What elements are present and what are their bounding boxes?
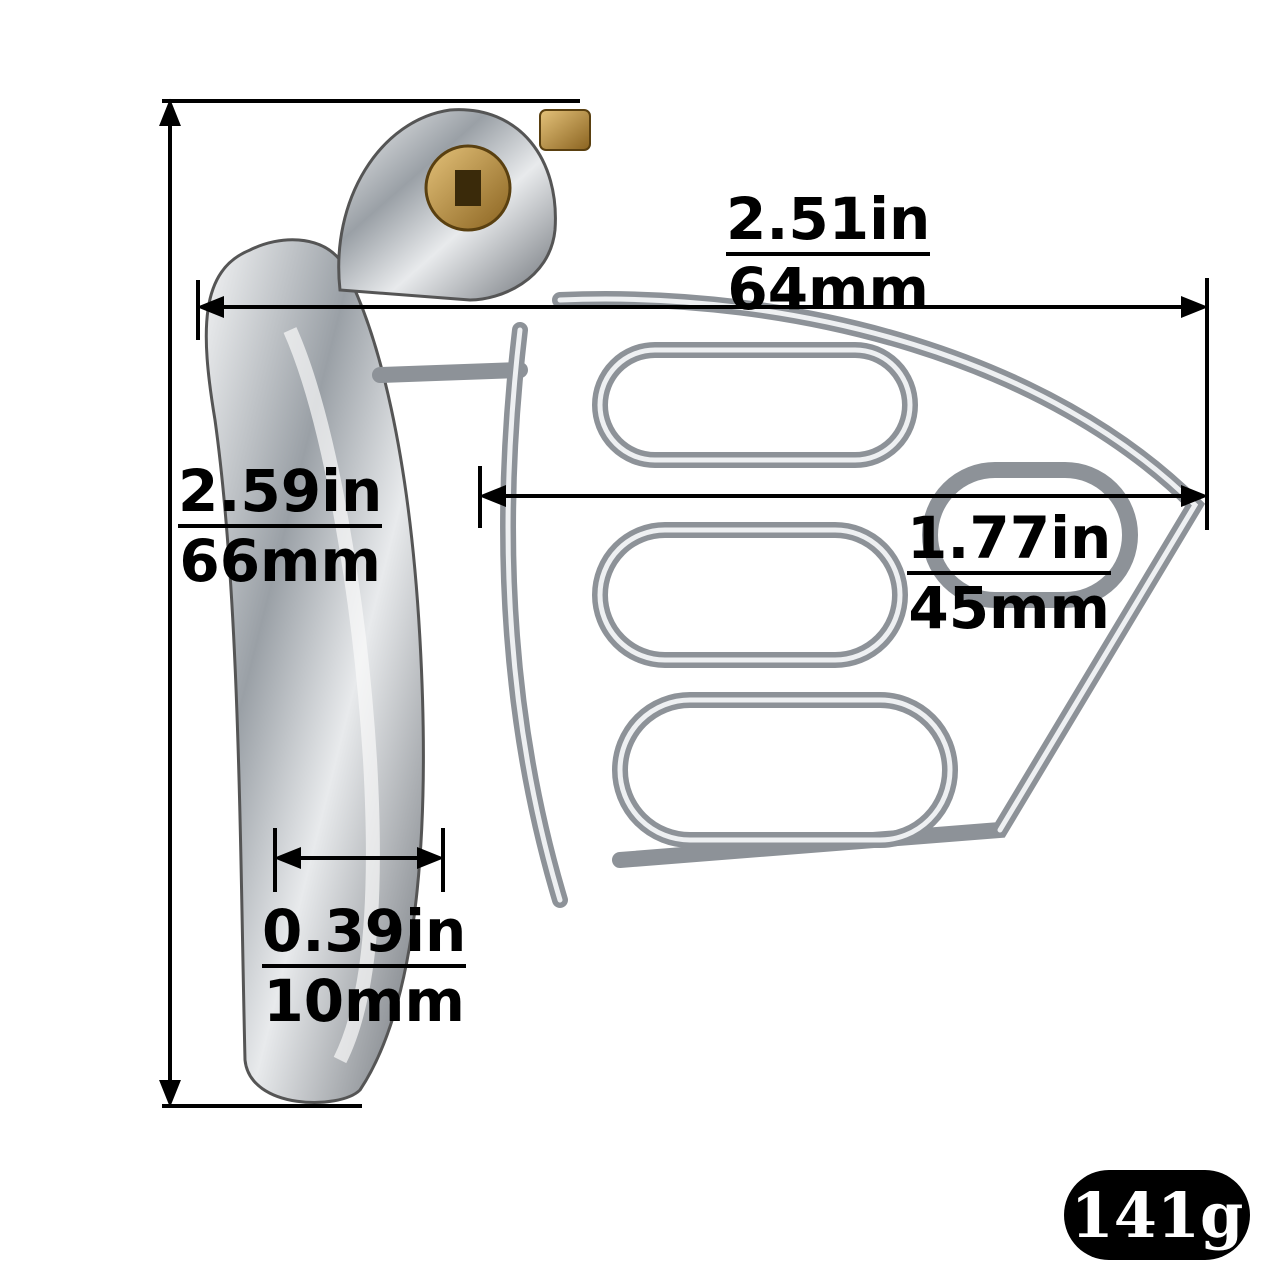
- height-inches: 2.59in: [178, 462, 383, 528]
- cage-length-inches: 1.77in: [907, 509, 1112, 575]
- length-label: 2.51in 64mm: [726, 190, 931, 323]
- length-inches: 2.51in: [726, 190, 931, 256]
- weight-badge: 141g: [1064, 1170, 1250, 1260]
- height-mm: 66mm: [179, 527, 381, 595]
- cage-length-mm: 45mm: [908, 574, 1110, 642]
- height-label: 2.59in 66mm: [178, 462, 383, 595]
- length-mm: 64mm: [727, 255, 929, 323]
- base-ring: [204, 238, 425, 1104]
- ring-thickness-label: 0.39in 10mm: [262, 902, 467, 1035]
- dimension-lines: [159, 98, 1209, 1108]
- ring-thickness-inches: 0.39in: [262, 902, 467, 968]
- ring-thickness-mm: 10mm: [263, 967, 465, 1035]
- lock-housing: [337, 108, 591, 302]
- cage-length-label: 1.77in 45mm: [907, 509, 1112, 642]
